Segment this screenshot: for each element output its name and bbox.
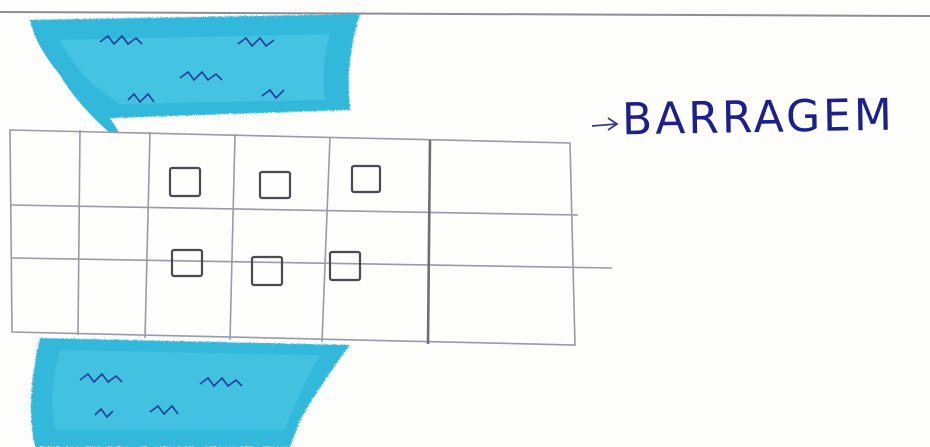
paper-top-edge bbox=[0, 12, 930, 16]
dam-label: BARRAGEM bbox=[622, 90, 896, 146]
dam-wall bbox=[10, 130, 612, 345]
lower-water-highlight bbox=[52, 350, 320, 430]
arrow-icon bbox=[592, 118, 617, 130]
